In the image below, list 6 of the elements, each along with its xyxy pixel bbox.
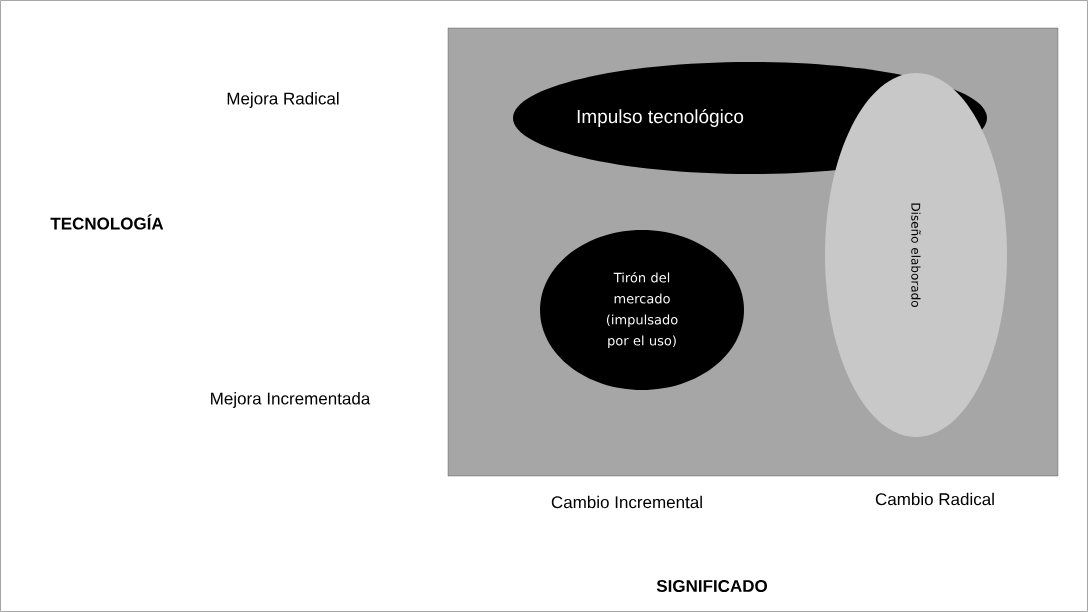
axis-title: TECNOLOGÍA — [50, 214, 164, 230]
axis-title: SIGNIFICADO — [656, 579, 767, 592]
axis-label: Mejora Radical — [227, 92, 339, 108]
axis-label: Mejora Incrementada — [211, 392, 371, 408]
axis-label: Cambio Incremental — [551, 495, 702, 509]
axis-label: Cambio Radical — [875, 492, 994, 506]
